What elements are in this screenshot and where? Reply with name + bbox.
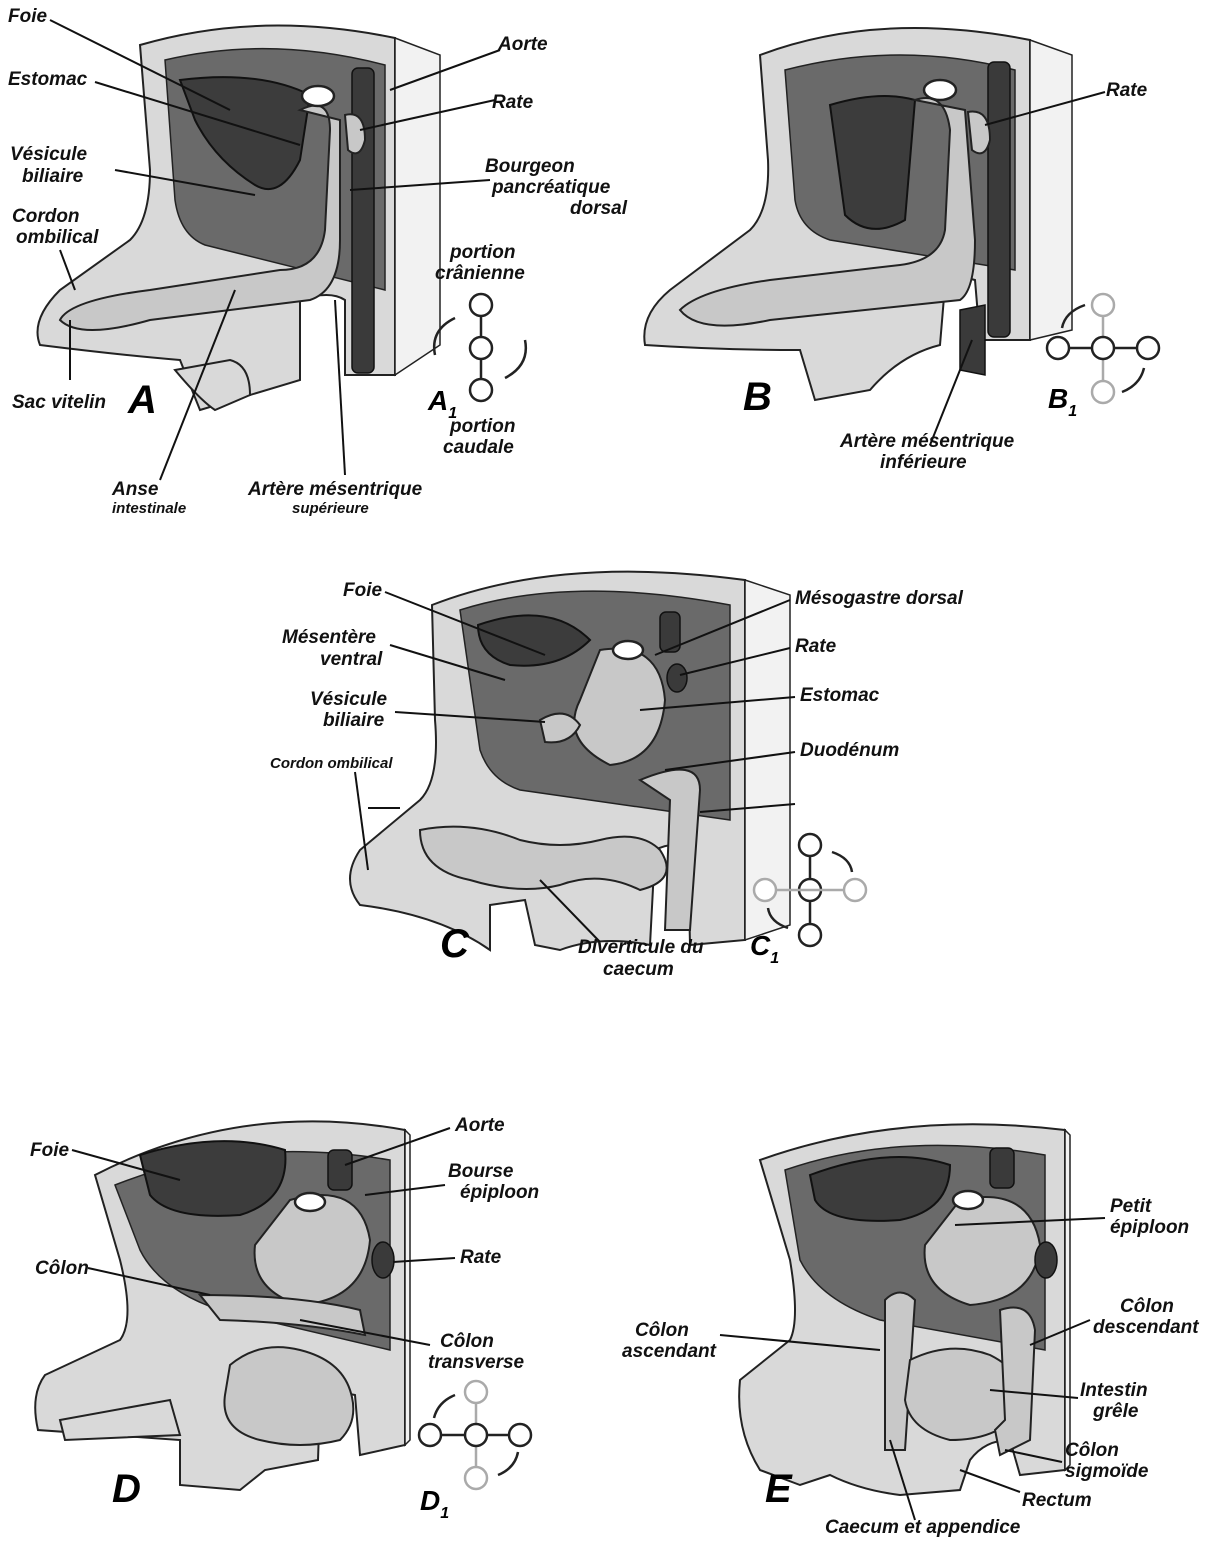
- label-rectum: Rectum: [1022, 1490, 1092, 1511]
- label-cordon: Cordon: [12, 206, 80, 227]
- label-epiploon: épiploon: [1110, 1217, 1189, 1238]
- rotation-subscript: 1: [440, 1505, 449, 1522]
- panel-b-embryo-section: [644, 28, 1072, 400]
- label-artere-mesentrique-inf: Artère mésentrique: [839, 431, 1015, 452]
- rotation-letter: D: [420, 1485, 440, 1516]
- label-ombilical: ombilical: [16, 227, 99, 248]
- rotation-arrow-icon: [434, 1395, 455, 1418]
- label-intestin: Intestin: [1080, 1380, 1148, 1401]
- label-diverticule: Diverticule du: [578, 937, 704, 958]
- rotation-subscript: 1: [770, 950, 779, 967]
- panel-e-embryo-section: [739, 1124, 1070, 1495]
- label-colon-transverse-1: Côlon: [440, 1331, 494, 1352]
- rotation-subscript: 1: [1068, 403, 1077, 420]
- label-foie: Foie: [8, 6, 47, 27]
- label-rate: Rate: [1106, 80, 1148, 101]
- rotation-letter-b1: B1: [1048, 383, 1077, 420]
- rotation-subscript: 1: [448, 405, 457, 422]
- panel-letter-b: B: [743, 375, 772, 419]
- label-superieure: supérieure: [292, 500, 369, 517]
- rotation-arrow-icon: [1122, 368, 1144, 392]
- label-vesicule: Vésicule: [10, 144, 88, 165]
- label-vesicule: Vésicule: [310, 689, 388, 710]
- label-bourse: Bourse: [448, 1161, 514, 1182]
- label-caecum: caecum: [603, 959, 674, 980]
- label-rate: Rate: [492, 92, 534, 113]
- rotation-letter-a1: A1: [427, 385, 457, 422]
- rotation-diagram-d1: [419, 1381, 531, 1489]
- panel-letter-c: C: [440, 922, 470, 966]
- rotation-arrow-icon: [498, 1452, 518, 1475]
- panel-letter-d: D: [112, 1467, 141, 1511]
- label-colon-descendant-2: descendant: [1093, 1317, 1199, 1338]
- rotation-arrow-icon: [505, 340, 526, 378]
- label-colon-ascendant-1: Côlon: [635, 1320, 689, 1341]
- label-cordon-ombilical: Cordon ombilical: [270, 755, 393, 772]
- label-dorsal: dorsal: [570, 198, 628, 219]
- label-portion-caudale-2: caudale: [443, 437, 514, 458]
- panel-c: Foie Mésentère ventral Vésicule biliaire…: [270, 572, 964, 980]
- rotation-letter-c1: C1: [750, 930, 779, 967]
- label-colon-ascendant-2: ascendant: [622, 1341, 717, 1362]
- label-biliaire: biliaire: [323, 710, 385, 731]
- label-colon-sigmoide-2: sigmoïde: [1065, 1461, 1149, 1482]
- label-estomac: Estomac: [8, 69, 88, 90]
- label-mesentere: Mésentère: [282, 627, 376, 648]
- panel-letter-a: A: [127, 378, 157, 422]
- panel-d: Foie Côlon Aorte Bourse épiploon Rate Cô…: [30, 1115, 539, 1522]
- label-inferieure: inférieure: [880, 452, 967, 473]
- panel-e: Petit épiploon Côlon ascendant Côlon des…: [622, 1124, 1199, 1538]
- rotation-letter: A: [427, 385, 448, 416]
- label-colon-sigmoide-1: Côlon: [1065, 1440, 1119, 1461]
- rotation-letter-d1: D1: [420, 1485, 449, 1522]
- rotation-letter: B: [1048, 383, 1068, 414]
- label-mesogastre-dorsal: Mésogastre dorsal: [795, 588, 964, 609]
- label-caecum-appendice: Caecum et appendice: [825, 1517, 1021, 1538]
- label-estomac: Estomac: [800, 685, 880, 706]
- label-artere-mesentrique-sup: Artère mésentrique: [247, 479, 423, 500]
- rotation-letter: C: [750, 930, 771, 961]
- label-duodenum: Duodénum: [800, 740, 899, 761]
- label-anse: Anse: [111, 479, 159, 500]
- panel-letter-e: E: [765, 1467, 793, 1511]
- label-foie: Foie: [30, 1140, 69, 1161]
- panel-a: Foie Estomac Vésicule biliaire Cordon om…: [8, 6, 628, 517]
- label-portion-caudale-1: portion: [449, 416, 515, 437]
- panel-d-embryo-section: [35, 1121, 410, 1490]
- label-foie: Foie: [343, 580, 382, 601]
- label-grele: grêle: [1092, 1401, 1139, 1422]
- label-colon-transverse-2: transverse: [428, 1352, 525, 1373]
- label-sac-vitelin: Sac vitelin: [12, 392, 106, 413]
- label-colon-descendant-1: Côlon: [1120, 1296, 1174, 1317]
- label-portion-cranienne-1: portion: [449, 242, 515, 263]
- label-aorte: Aorte: [497, 34, 548, 55]
- label-portion-cranienne-2: crânienne: [435, 263, 525, 284]
- label-intestinale: intestinale: [112, 500, 186, 517]
- label-ventral: ventral: [320, 649, 383, 670]
- label-bourgeon: Bourgeon: [485, 156, 575, 177]
- label-colon: Côlon: [35, 1258, 89, 1279]
- label-rate: Rate: [795, 636, 837, 657]
- label-biliaire: biliaire: [22, 166, 84, 187]
- label-petit: Petit: [1110, 1196, 1152, 1217]
- label-aorte: Aorte: [454, 1115, 505, 1136]
- label-epiploon: épiploon: [460, 1182, 539, 1203]
- label-pancreatique: pancréatique: [491, 177, 611, 198]
- rotation-arrow-icon: [832, 852, 852, 872]
- label-rate: Rate: [460, 1247, 502, 1268]
- panel-b: Rate Artère mésentrique inférieure B B1: [644, 28, 1159, 473]
